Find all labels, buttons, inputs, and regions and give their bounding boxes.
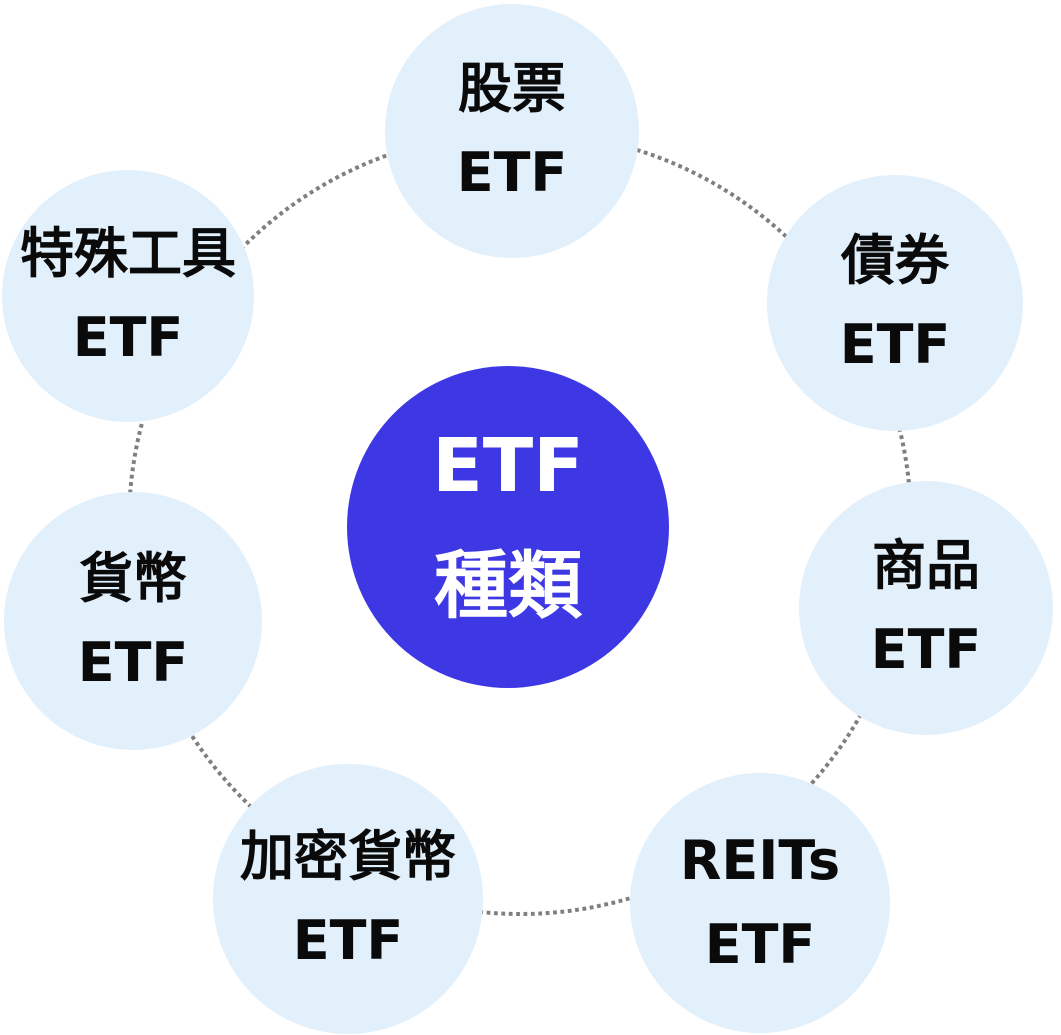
node-currency-label-line2: ETF <box>77 631 189 694</box>
node-bond-etf: 債券 ETF <box>767 175 1023 431</box>
node-special-label-line1: 特殊工具 <box>20 222 236 286</box>
node-bond-label-line1: 債券 <box>841 229 949 293</box>
node-reits-label-line2: ETF <box>704 913 816 976</box>
node-reits-label-line1: REITs <box>679 829 841 893</box>
node-currency-label-line1: 貨幣 <box>79 547 187 611</box>
node-crypto-label-line2: ETF <box>292 909 404 972</box>
node-stock-label-line1: 股票 <box>458 57 566 121</box>
node-special-instruments-etf: 特殊工具 ETF <box>2 170 254 422</box>
node-bond-label-line2: ETF <box>839 313 951 376</box>
node-commodity-etf: 商品 ETF <box>799 481 1053 735</box>
node-reits-etf: REITs ETF <box>630 773 890 1033</box>
hub-label-line1: ETF <box>432 423 584 510</box>
node-commodity-label-line2: ETF <box>870 618 982 681</box>
node-stock-label-line2: ETF <box>456 141 568 204</box>
node-currency-etf: 貨幣 ETF <box>4 492 262 750</box>
node-crypto-etf: 加密貨幣 ETF <box>213 764 483 1034</box>
hub-label-line2: 種類 <box>434 543 582 629</box>
node-stock-etf: 股票 ETF <box>385 4 639 258</box>
node-commodity-label-line1: 商品 <box>872 534 980 598</box>
node-crypto-label-line1: 加密貨幣 <box>240 825 456 889</box>
node-special-label-line2: ETF <box>72 306 184 369</box>
hub-etf-types: ETF 種類 <box>347 366 669 688</box>
